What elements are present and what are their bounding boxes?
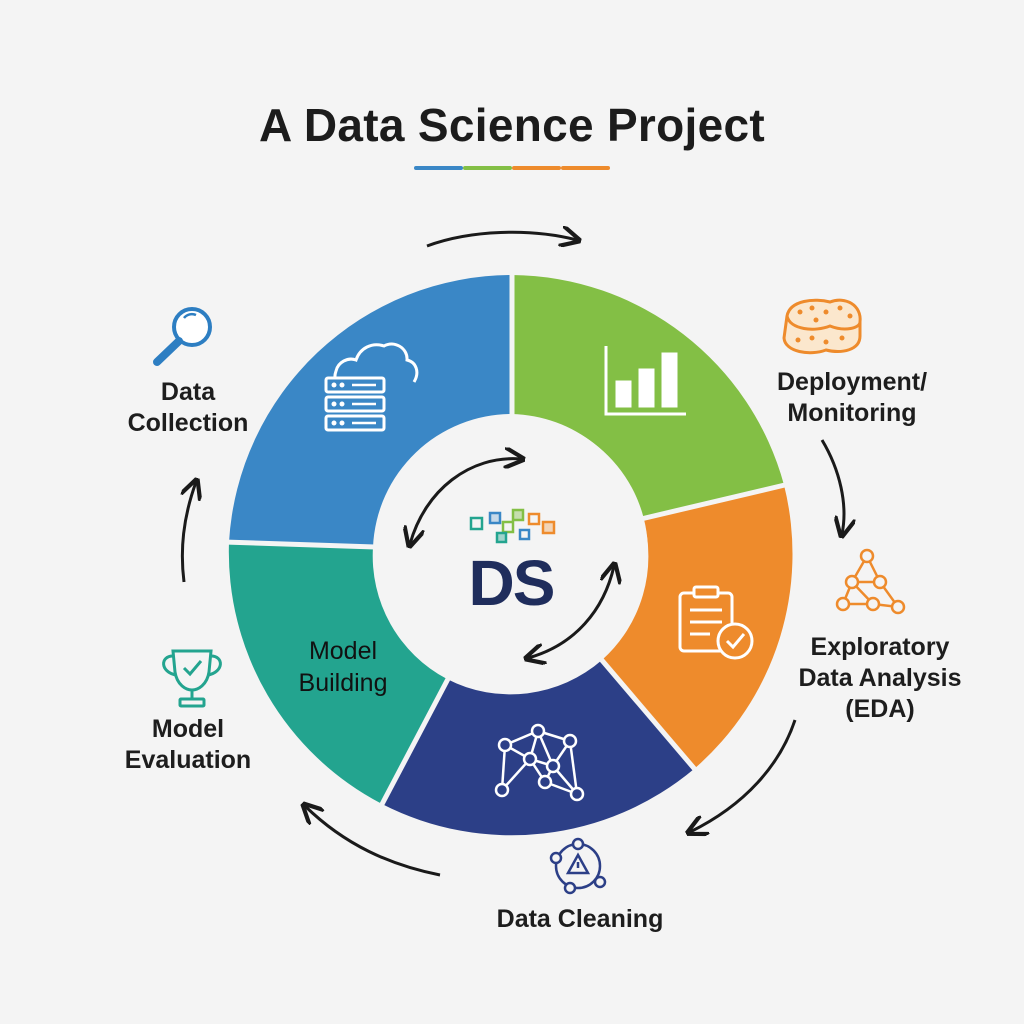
bar-chart-icon bbox=[604, 346, 686, 416]
label-model-building: Model Building bbox=[298, 637, 388, 697]
network-graph-icon bbox=[835, 548, 906, 615]
outer-cycle-arrows bbox=[182, 232, 844, 877]
trophy-icon bbox=[162, 649, 222, 708]
magnifying-glass-icon bbox=[153, 307, 212, 366]
alert-ring-icon bbox=[549, 837, 607, 895]
label-model-evaluation: Model Evaluation bbox=[124, 715, 252, 774]
page-title: A Data Science Project bbox=[259, 99, 765, 151]
label-data-collection: Data Collection bbox=[127, 378, 249, 437]
segment-model-building bbox=[228, 542, 447, 804]
inner-cycle-arrows bbox=[410, 459, 614, 658]
label-data-cleaning: Data Cleaning bbox=[496, 905, 664, 933]
label-exploratory-data-analysis: Exploratory Data Analysis (EDA) bbox=[798, 633, 962, 723]
segment-exploratory-data-analysis bbox=[602, 485, 793, 769]
segment-data-cleaning bbox=[382, 660, 694, 836]
title-underline bbox=[414, 166, 610, 170]
ds-logo-text: DS bbox=[468, 547, 556, 619]
ds-logo-pixels bbox=[469, 508, 556, 544]
network-nodes-icon bbox=[494, 723, 585, 802]
clipboard-check-icon bbox=[678, 585, 754, 660]
label-deployment-monitoring: Deployment/ Monitoring bbox=[776, 368, 928, 427]
sponge-icon bbox=[782, 298, 862, 355]
cloud-server-icon bbox=[324, 342, 419, 432]
